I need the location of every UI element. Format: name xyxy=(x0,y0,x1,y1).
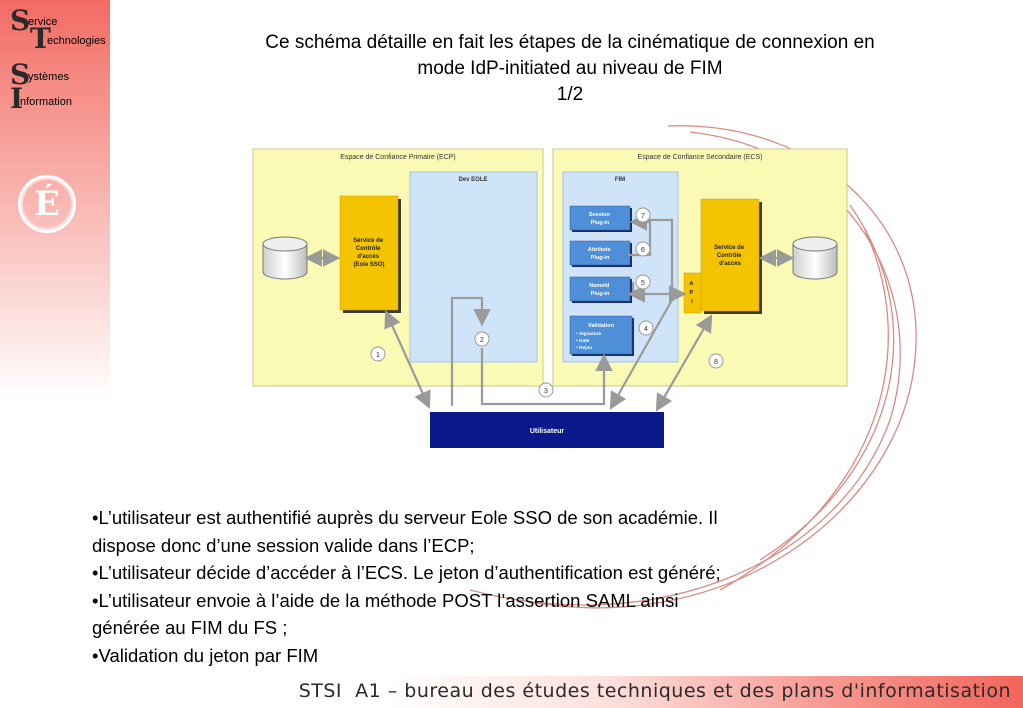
logo-word-information: nformation xyxy=(20,96,72,108)
title-line-1: Ce schéma détaille en fait les étapes de… xyxy=(265,32,875,53)
bullet-line-4: •L’utilisateur envoie à l’aide de la mét… xyxy=(92,589,679,611)
step-5-badge: 5 xyxy=(635,274,651,290)
svg-text:1: 1 xyxy=(376,352,380,359)
bullet-line-3: •L’utilisateur décide d’accéder à l’ECS.… xyxy=(92,562,721,583)
step-badges: 1 2 3 4 5 6 7 8 xyxy=(370,207,724,398)
service-ecp-text: Service de Contrôle d'accès (Eole SSO) xyxy=(353,238,385,268)
step-7-badge: 7 xyxy=(635,207,651,223)
step-6-badge: 6 xyxy=(635,241,651,257)
dev-eole-label: Dev EOLE xyxy=(458,177,487,183)
plugin-attribute: Attribute Plug-in xyxy=(569,240,632,267)
footer-stsi: STSI xyxy=(298,680,343,702)
plugin-validation: Validation • Signature • Date • Rejeu xyxy=(569,315,634,356)
logo-letter-i: I xyxy=(10,82,24,115)
svg-text:Session Plug-in: Session Plug-in xyxy=(589,212,612,226)
logo-letter-t: T xyxy=(30,22,51,55)
bullet-line-1: •L’utilisateur est authentifié auprès du… xyxy=(92,507,718,528)
plugin-session: Session Plug-in xyxy=(569,205,632,232)
svg-text:NameId Plug-in: NameId Plug-in xyxy=(589,283,610,297)
footer-description: A1 – bureau des études techniques et des… xyxy=(355,680,1011,702)
step-1-badge: 1 xyxy=(370,346,386,362)
logo-word-systemes: ystèmes xyxy=(28,71,69,83)
logo-letter-s2: S xyxy=(10,58,31,91)
title-line-2: mode IdP-initiated au niveau de FIM xyxy=(417,58,723,79)
svg-text:7: 7 xyxy=(641,213,645,220)
service-ecs-text: Service de Contrôle d'accès xyxy=(714,245,746,267)
bullet-line-6: •Validation du jeton par FIM xyxy=(92,644,319,666)
step-3-badge: 3 xyxy=(538,382,554,398)
plugin-nameid: NameId Plug-in xyxy=(569,276,632,303)
logo-word-service: ervice xyxy=(28,16,58,28)
database-ecs-icon xyxy=(792,236,838,280)
title-line-3: 1/2 xyxy=(556,84,584,105)
e-badge-icon: É xyxy=(18,175,76,233)
svg-text:2: 2 xyxy=(480,337,484,344)
svg-text:5: 5 xyxy=(641,280,645,287)
bullet-line-5: générée au FIM du FS ; xyxy=(92,617,288,638)
step-4-badge: 4 xyxy=(638,320,654,336)
bullet-list: •L’utilisateur est authentifié auprès du… xyxy=(92,504,922,669)
service-ecs-box xyxy=(700,198,760,312)
svg-text:Validation: Validation xyxy=(588,323,615,329)
footer-text: STSI A1 – bureau des études techniques e… xyxy=(299,680,1011,702)
step-2-badge: 2 xyxy=(474,331,490,347)
page-title: Ce schéma détaille en fait les étapes de… xyxy=(180,30,960,108)
dev-eole-box xyxy=(409,171,538,363)
api-label: A P I xyxy=(689,281,694,305)
bullet-line-2: dispose donc d’une session valide dans l… xyxy=(92,534,475,556)
ecs-zone-label: Espace de Confiance Secondaire (ECS) xyxy=(638,154,763,161)
svg-text:8: 8 xyxy=(714,359,718,366)
logo-letter-s: S xyxy=(10,4,31,37)
svg-text:3: 3 xyxy=(544,388,548,395)
ecp-zone-label: Espace de Confiance Primaire (ECP) xyxy=(340,154,456,161)
database-ecp-icon xyxy=(262,236,308,280)
svg-text:4: 4 xyxy=(644,326,648,333)
svg-text:6: 6 xyxy=(641,247,645,254)
utilisateur-label: Utilisateur xyxy=(530,428,565,435)
logo-word-technologies: echnologies xyxy=(47,35,106,47)
fim-label: FIM xyxy=(615,177,625,183)
footer-banner: STSI A1 – bureau des études techniques e… xyxy=(299,676,1023,708)
service-ecp-box xyxy=(339,195,399,311)
utilisateur-box xyxy=(430,412,664,448)
svg-text:Attribute Plug-in: Attribute Plug-in xyxy=(588,247,612,261)
step-8-badge: 8 xyxy=(708,353,724,369)
sidebar-logo-panel: S ervice T echnologies S ystèmes I nform… xyxy=(0,0,110,400)
svg-text:• Signature • Date: • Signature • Date • Rejeu xyxy=(576,331,602,351)
